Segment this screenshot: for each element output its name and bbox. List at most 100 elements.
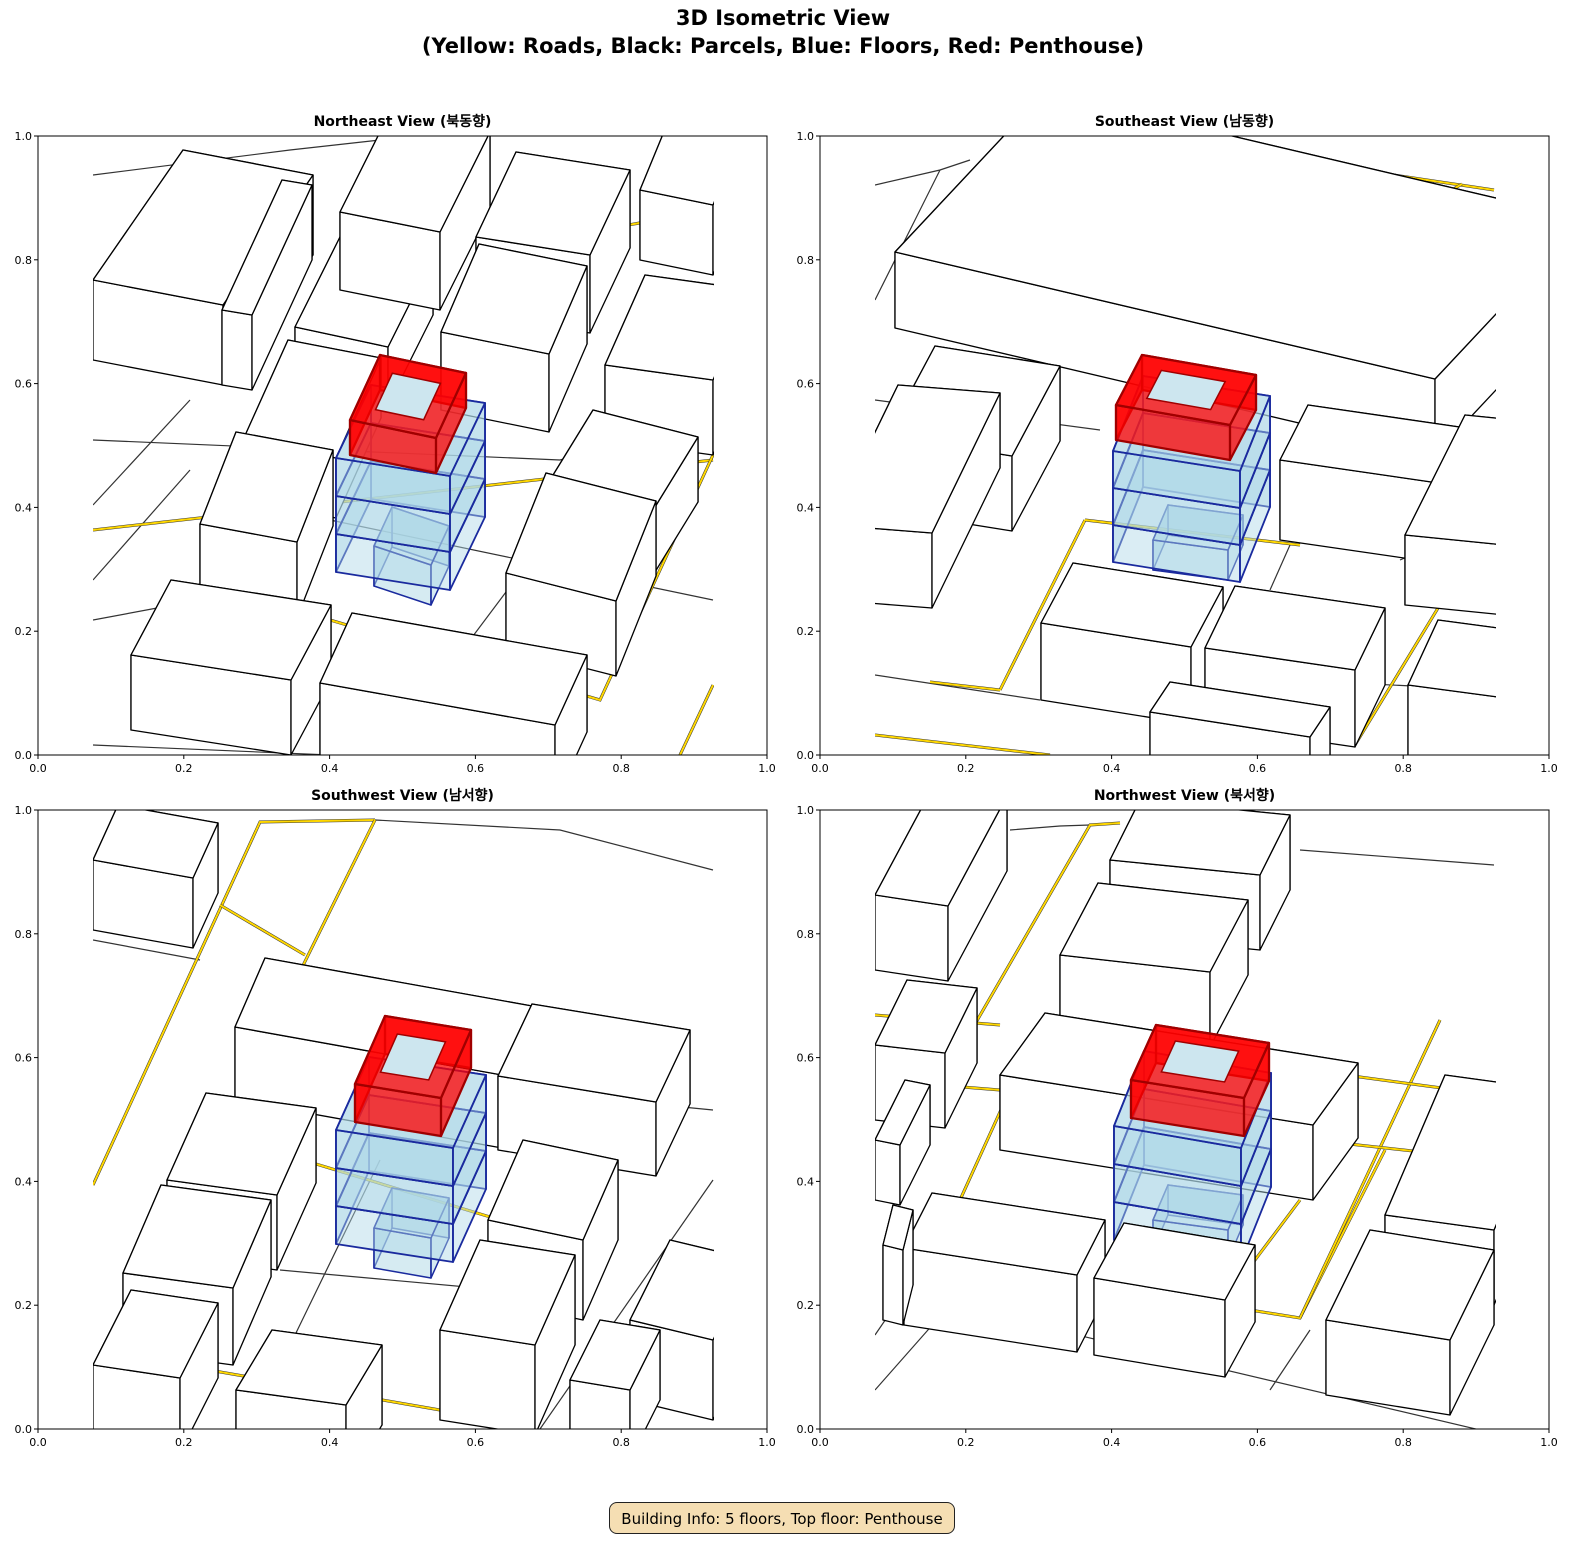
road-line [929, 681, 1001, 691]
parcel-building [1204, 585, 1386, 671]
parcel-building [505, 472, 657, 602]
parcel-building [1493, 1223, 1496, 1306]
parcel-line [1299, 849, 1495, 866]
parcel-building [439, 1329, 536, 1429]
figure-subtitle: (Yellow: Roads, Black: Parcels, Blue: Fl… [421, 34, 1145, 58]
x-tick-label: 0.6 [1249, 762, 1267, 775]
x-tick-label: 0.0 [29, 1436, 47, 1449]
y-tick-label: 0.0 [797, 1423, 815, 1436]
x-tick-label: 0.8 [612, 1436, 630, 1449]
parcel-building [894, 136, 1496, 380]
y-tick-label: 0.0 [15, 749, 33, 762]
parcel-building [1325, 1229, 1495, 1341]
parcel-building [497, 1003, 691, 1103]
x-tick-label: 0.4 [321, 762, 339, 775]
parcel-building [875, 894, 949, 982]
parcel-line [93, 939, 201, 961]
figure-title: 3D Isometric View [675, 6, 891, 30]
parcel-building [1109, 810, 1291, 876]
y-tick-label: 0.4 [797, 1175, 815, 1188]
road-line [1299, 1019, 1441, 1319]
y-tick-label: 0.4 [15, 1175, 33, 1188]
parcel-building [1093, 1222, 1256, 1301]
parcel-building [439, 136, 491, 311]
parcel-building [235, 1329, 383, 1406]
panel-title-southwest: Southwest View (남서향) [311, 788, 494, 804]
building-info-box: Building Info: 5 floors, Top floor: Pent… [609, 1502, 955, 1534]
parcel-building [221, 309, 253, 391]
y-tick-label: 0.6 [15, 1052, 33, 1065]
parcel-building [882, 1244, 904, 1326]
parcel-building [93, 149, 314, 306]
parcel-line [1269, 544, 1291, 591]
parcel-building [712, 1336, 714, 1421]
parcel-building [339, 136, 489, 233]
penthouse-opening [1160, 1040, 1240, 1083]
road-line [959, 822, 1121, 1051]
y-tick-label: 1.0 [15, 130, 33, 143]
parcel-building [629, 1239, 714, 1341]
parcel-building [1407, 684, 1496, 755]
y-tick-label: 0.0 [15, 1423, 33, 1436]
ground-floor-box [1152, 1184, 1244, 1231]
parcel-line [374, 819, 714, 871]
parcel-building [875, 1139, 901, 1206]
x-tick-label: 0.8 [612, 762, 630, 775]
parcel-building [875, 810, 1001, 907]
y-tick-label: 1.0 [15, 804, 33, 817]
parcel-building [1434, 312, 1496, 456]
parcel-building [1404, 414, 1496, 545]
ground-floor-box [1152, 504, 1244, 551]
axes-frame [819, 135, 1550, 756]
x-tick-label: 0.6 [467, 1436, 485, 1449]
y-tick-label: 1.0 [797, 804, 815, 817]
road-line [219, 904, 306, 956]
parcel-building [93, 1289, 219, 1379]
parcel-building [487, 1139, 619, 1241]
penthouse-opening [1145, 369, 1227, 411]
parcel-building [1404, 534, 1496, 615]
x-tick-label: 0.6 [467, 762, 485, 775]
parcel-line [93, 139, 381, 176]
parcel-building [130, 579, 332, 681]
panel-title-southeast: Southeast View (남동향) [1094, 114, 1275, 130]
y-tick-label: 0.2 [15, 625, 33, 638]
parcel-building [569, 1319, 661, 1391]
parcel-line [1269, 1329, 1311, 1391]
road-line [875, 734, 1051, 755]
parcel-building [440, 243, 588, 355]
x-tick-label: 0.6 [1249, 1436, 1267, 1449]
parcel-building [93, 1364, 181, 1429]
panel-title-northeast: Northeast View (북동향) [313, 114, 492, 130]
y-tick-label: 0.6 [797, 378, 815, 391]
road-line [679, 684, 714, 755]
parcel-line [93, 399, 191, 506]
parcel-line [875, 674, 1041, 701]
parcel-line [539, 1179, 714, 1429]
parcel-building [93, 810, 219, 879]
parcel-building [199, 431, 334, 543]
parcel-building [903, 1192, 1106, 1276]
panel-northwest-scene [875, 810, 1496, 1429]
parcel-building [166, 1092, 317, 1196]
x-tick-label: 0.4 [1103, 1436, 1121, 1449]
x-tick-label: 1.0 [758, 1436, 776, 1449]
parcel-building [882, 1204, 914, 1251]
panel-title-northwest: Northwest View (북서향) [1093, 788, 1276, 804]
x-tick-label: 0.8 [1394, 1436, 1412, 1449]
y-tick-label: 0.2 [797, 625, 815, 638]
x-tick-label: 1.0 [1540, 1436, 1558, 1449]
x-tick-label: 0.2 [957, 1436, 975, 1449]
parcel-building [1505, 425, 1565, 615]
axes-frame [37, 135, 768, 756]
y-tick-label: 0.2 [797, 1299, 815, 1312]
parcel-building [875, 527, 933, 609]
parcel-line [875, 159, 971, 186]
y-tick-label: 0.2 [15, 1299, 33, 1312]
x-tick-label: 0.8 [1394, 762, 1412, 775]
parcel-line [294, 1159, 381, 1336]
y-tick-label: 0.4 [797, 501, 815, 514]
y-tick-label: 0.8 [15, 254, 33, 267]
y-tick-label: 0.8 [797, 254, 815, 267]
